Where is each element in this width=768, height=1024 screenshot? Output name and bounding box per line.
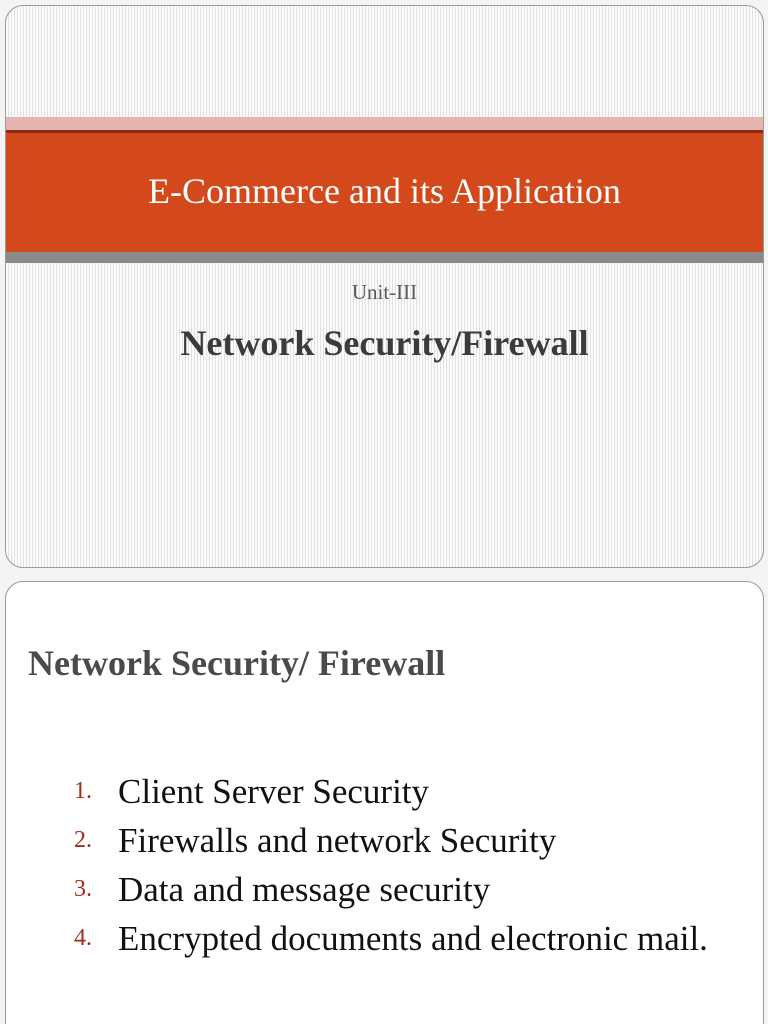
list-item: 1. Client Server Security [6, 767, 763, 816]
accent-band-bottom [6, 252, 763, 263]
list-item: 4. Encrypted documents and electronic ma… [6, 914, 763, 963]
list-item-text: Client Server Security [118, 772, 430, 811]
list-item-number: 3. [74, 876, 92, 902]
list-item: 3. Data and message security [6, 865, 763, 914]
accent-band-top [6, 117, 763, 130]
divider-line [6, 130, 763, 133]
content-heading: Network Security/ Firewall [28, 643, 446, 683]
list-item: 2. Firewalls and network Security [6, 816, 763, 865]
slide-heading: Network Security/Firewall [180, 323, 589, 363]
slide-subtitle: Unit-III [351, 280, 418, 304]
title-band: E-Commerce and its Application [6, 133, 763, 252]
list-item-number: 1. [74, 778, 92, 804]
list-item-text: Encrypted documents and electronic mail. [118, 919, 708, 958]
topic-list: 1. Client Server Security 2. Firewalls a… [6, 767, 763, 963]
list-item-number: 2. [74, 827, 92, 853]
list-item-number: 4. [74, 925, 92, 951]
slide-title: E-Commerce and its Application [148, 170, 621, 211]
title-slide: E-Commerce and its Application Unit-III … [5, 5, 764, 568]
list-item-text: Data and message security [118, 870, 491, 909]
content-slide: Network Security/ Firewall 1. Client Ser… [5, 581, 764, 1024]
list-item-text: Firewalls and network Security [118, 821, 557, 860]
